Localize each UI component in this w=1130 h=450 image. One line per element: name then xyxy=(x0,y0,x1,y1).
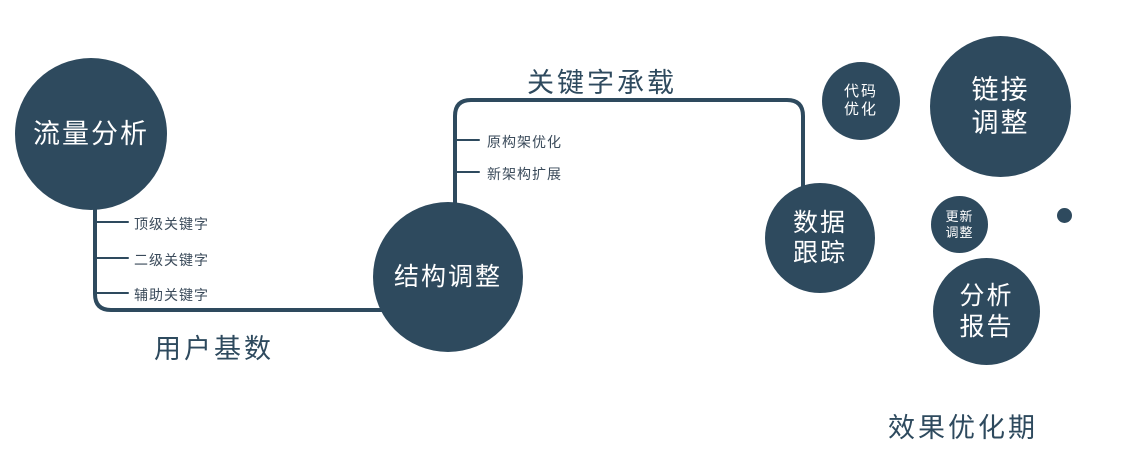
node-structure-adjustment-label: 结构调整 xyxy=(393,262,502,291)
phase-label: 效果优化期 xyxy=(888,413,1038,443)
small-dot xyxy=(1057,208,1072,223)
node-data-tracking-line2: 跟踪 xyxy=(792,239,847,267)
node-update-adjustment: 更新 调整 xyxy=(931,196,988,253)
branch-label-auxiliary-keyword: 辅助关键字 xyxy=(134,287,209,303)
branch-label-top-keyword: 顶级关键字 xyxy=(134,216,209,232)
connector-traffic-to-structure xyxy=(93,190,394,312)
node-link-adjustment-line2: 调整 xyxy=(971,107,1030,138)
node-update-adjustment-line2: 调整 xyxy=(945,224,974,240)
branch-label-secondary-keyword: 二级关键字 xyxy=(134,252,209,268)
node-code-optimization-line2: 优化 xyxy=(843,101,878,118)
connector-structure-to-data xyxy=(453,98,805,210)
node-analysis-report-line2: 报告 xyxy=(959,312,1014,341)
node-traffic-analysis-label: 流量分析 xyxy=(33,118,149,149)
branch-label-original-architecture: 原构架优化 xyxy=(487,134,562,150)
node-code-optimization-line1: 代码 xyxy=(843,82,878,100)
node-analysis-report: 分析 报告 xyxy=(933,258,1040,365)
node-code-optimization: 代码 优化 xyxy=(822,62,900,140)
node-data-tracking-line1: 数据 xyxy=(792,208,847,237)
node-analysis-report-line1: 分析 xyxy=(959,282,1014,310)
edge-label-keyword-carrying: 关键字承载 xyxy=(527,68,677,98)
node-structure-adjustment: 结构调整 xyxy=(373,202,523,352)
branch-label-new-architecture: 新架构扩展 xyxy=(487,166,562,182)
node-link-adjustment: 链接 调整 xyxy=(930,36,1071,177)
node-data-tracking: 数据 跟踪 xyxy=(765,183,875,293)
node-update-adjustment-line1: 更新 xyxy=(945,208,974,224)
node-link-adjustment-line1: 链接 xyxy=(971,74,1030,105)
edge-label-user-base: 用户基数 xyxy=(154,334,274,364)
node-traffic-analysis: 流量分析 xyxy=(15,58,167,210)
